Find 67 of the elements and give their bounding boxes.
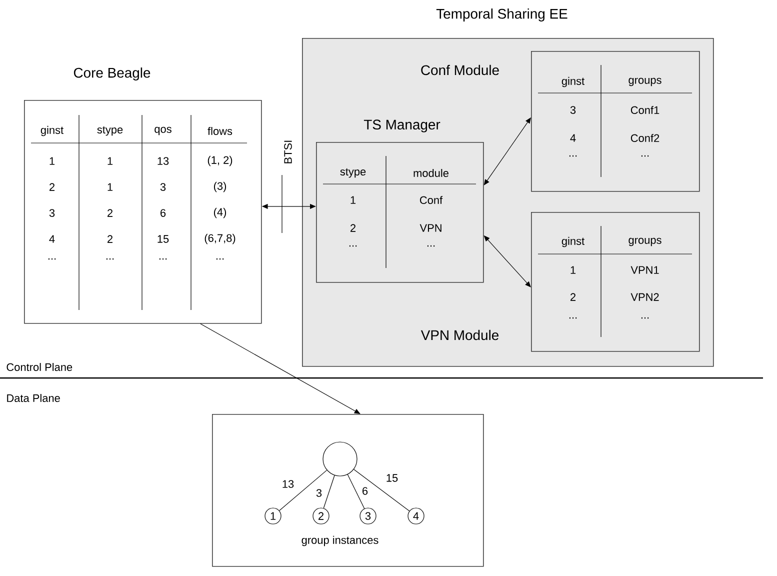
table-cell: (1, 2) — [208, 156, 232, 166]
table-cell: VPN2 — [630, 293, 659, 301]
table-cell: 1 — [108, 183, 113, 191]
edge-label: 6 — [362, 487, 368, 495]
table-cell: 1 — [350, 196, 356, 204]
table-cell: ... — [427, 245, 435, 247]
table-cell: 2 — [50, 183, 54, 191]
table-cell: ginst — [40, 126, 64, 136]
circle — [322, 442, 358, 476]
table-cell: Conf1 — [630, 106, 660, 114]
table-cell: 1 — [108, 157, 113, 165]
table-cell: flows — [208, 126, 232, 136]
table-cell: (4) — [214, 208, 226, 218]
edge-label: BTSI — [284, 140, 292, 164]
table-cell: ... — [349, 245, 357, 247]
table-cell: ginst — [562, 236, 584, 248]
table-cell: ... — [641, 155, 649, 157]
table-cell: 15 — [158, 235, 169, 243]
connector-line — [323, 475, 335, 508]
table-cell: (6,7,8) — [204, 234, 236, 244]
table-cell: ... — [641, 317, 649, 319]
arrow — [200, 324, 360, 414]
table-cell: Conf2 — [630, 134, 660, 142]
connector-line — [347, 474, 365, 509]
table-cell: 2 — [350, 224, 356, 232]
box-title: Temporal Sharing EE — [436, 8, 568, 22]
connector-line — [279, 470, 328, 511]
plane-label: Data Plane — [7, 394, 60, 402]
table-cell: ... — [106, 258, 114, 260]
edge-label: 13 — [282, 480, 294, 488]
table-cell: 3 — [160, 183, 166, 191]
table-cell: VPN1 — [630, 266, 659, 274]
table-cell: ... — [569, 155, 577, 157]
table-cell: 1 — [50, 157, 55, 165]
table-cell: 4 — [49, 235, 55, 243]
table-cell: groups — [628, 78, 662, 86]
table-cell: stype — [97, 126, 123, 136]
table-cell: 4 — [570, 134, 576, 142]
table-cell: 2 — [570, 293, 576, 301]
box-title: VPN Module — [420, 330, 499, 340]
table-cell: 2 — [108, 209, 112, 217]
table-cell: groups — [628, 238, 662, 246]
table-cell: 3 — [49, 209, 55, 217]
table-cell: Conf — [420, 196, 443, 204]
table-cell: ... — [216, 258, 224, 260]
table-cell: 3 — [570, 106, 576, 114]
table-cell: ginst — [562, 76, 584, 88]
table-cell: ... — [159, 258, 167, 260]
table-cell: stype — [340, 168, 366, 178]
edge-label: 15 — [386, 474, 398, 482]
edge-label: 3 — [316, 489, 322, 497]
box-title: TS Manager — [364, 120, 440, 132]
table-cell: ... — [569, 317, 577, 319]
box-label: group instances — [302, 536, 378, 546]
table-cell: 13 — [158, 157, 169, 165]
box-title: Core Beagle — [74, 68, 150, 80]
table-cell: 6 — [160, 209, 166, 217]
table-cell: VPN — [420, 224, 442, 232]
table-cell: 1 — [570, 266, 576, 274]
table-cell: module — [414, 168, 448, 178]
plane-label: Control Plane — [6, 362, 72, 372]
table-cell: qos — [154, 126, 172, 136]
table-cell: (3) — [214, 182, 226, 192]
table-cell: ... — [48, 258, 56, 260]
connector-line — [354, 469, 410, 512]
table-cell: 2 — [108, 235, 112, 243]
box-title: Conf Module — [421, 64, 499, 76]
